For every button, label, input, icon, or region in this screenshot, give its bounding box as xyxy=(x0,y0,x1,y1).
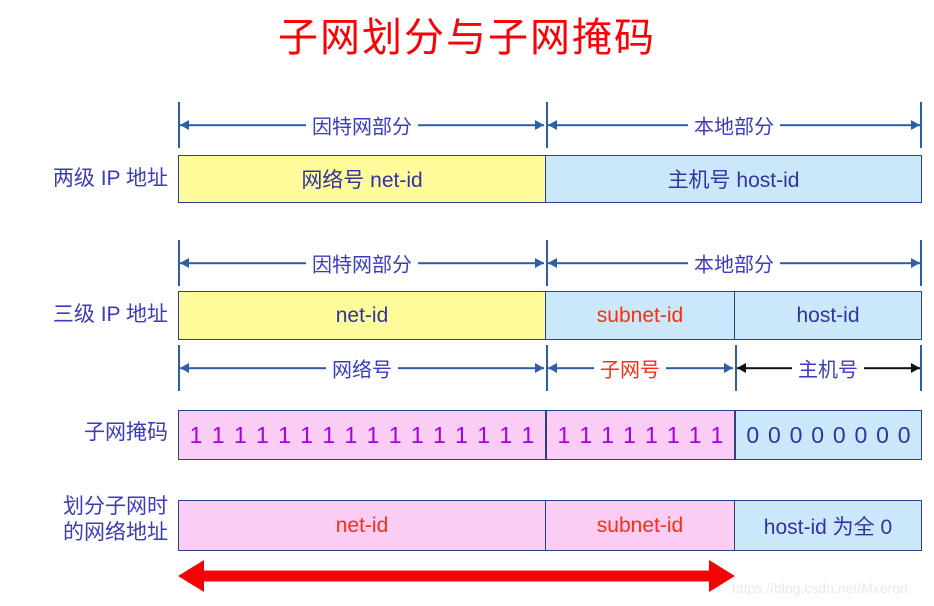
dim-label-internet-part: 因特网部分 xyxy=(306,248,418,278)
cell-three-level-netid: net-id xyxy=(178,291,546,340)
arrow-shaft xyxy=(202,570,711,582)
watermark-text: https://blog.csdn.net/Mxeron xyxy=(732,580,908,596)
cell-three-level-subnetid: subnet-id xyxy=(546,291,735,340)
dim-arrow-right-host-number xyxy=(911,363,920,373)
dim-tick-left xyxy=(178,345,180,391)
cell-two-level-hostid: 主机号 host-id xyxy=(546,155,922,203)
cell-network-address-subnetid: subnet-id xyxy=(546,500,735,551)
dim-arrow-left-host-number xyxy=(737,363,746,373)
arrow-head-left xyxy=(178,560,204,592)
dim-arrow-right-network-number xyxy=(535,363,544,373)
dim-tick-mid xyxy=(546,240,548,286)
dim-arrow-left-local xyxy=(548,258,557,268)
dim-label-network-number: 网络号 xyxy=(326,353,398,383)
dimension-group-two-level: 因特网部分 本地部分 xyxy=(178,102,922,148)
row-label-two-level-ip: 两级 IP 地址 xyxy=(52,167,168,190)
dim-arrow-right-local xyxy=(911,120,920,130)
dim-tick-host-start xyxy=(735,345,737,391)
dim-tick-subnet-start xyxy=(546,345,548,391)
cell-network-address-netid: net-id xyxy=(178,500,546,551)
dim-tick-right xyxy=(920,102,922,148)
dim-arrow-right-subnet-number xyxy=(724,363,733,373)
dim-arrow-left-subnet-number xyxy=(548,363,557,373)
dim-tick-mid xyxy=(546,102,548,148)
dim-arrow-left-network-number xyxy=(180,363,189,373)
dim-arrow-right-internet xyxy=(535,258,544,268)
dim-tick-right xyxy=(920,345,922,391)
dim-arrow-right-local xyxy=(911,258,920,268)
page-title: 子网划分与子网掩码 xyxy=(278,16,656,60)
cell-three-level-hostid: host-id xyxy=(735,291,922,340)
dim-tick-right xyxy=(920,240,922,286)
row-label-network-address-line2: 的网络地址 xyxy=(63,521,168,545)
dim-arrow-left-local xyxy=(548,120,557,130)
dim-label-internet-part: 因特网部分 xyxy=(306,110,418,140)
dim-arrow-right-internet xyxy=(535,120,544,130)
dim-label-local-part: 本地部分 xyxy=(688,248,780,278)
dimension-group-three-level-top: 因特网部分 本地部分 xyxy=(178,240,922,286)
dim-label-subnet-number: 子网号 xyxy=(594,353,666,383)
dim-arrow-left-internet xyxy=(180,120,189,130)
dim-tick-left xyxy=(178,102,180,148)
dim-tick-left xyxy=(178,240,180,286)
row-label-network-address: 划分子网时 的网络地址 xyxy=(8,494,168,547)
dimension-group-three-level-bottom: 网络号 子网号 主机号 xyxy=(178,345,922,391)
row-label-three-level-ip: 三级 IP 地址 xyxy=(52,303,168,326)
arrow-head-right xyxy=(709,560,735,592)
cell-network-address-hostid: host-id 为全 0 xyxy=(735,500,922,551)
dim-label-local-part: 本地部分 xyxy=(688,110,780,140)
network-address-span-arrow xyxy=(178,560,735,592)
row-label-network-address-line1: 划分子网时 xyxy=(63,495,168,518)
cell-two-level-netid: 网络号 net-id xyxy=(178,155,546,203)
dim-arrow-left-internet xyxy=(180,258,189,268)
dim-label-host-number: 主机号 xyxy=(792,353,864,383)
row-label-subnet-mask: 子网掩码 xyxy=(84,421,168,444)
